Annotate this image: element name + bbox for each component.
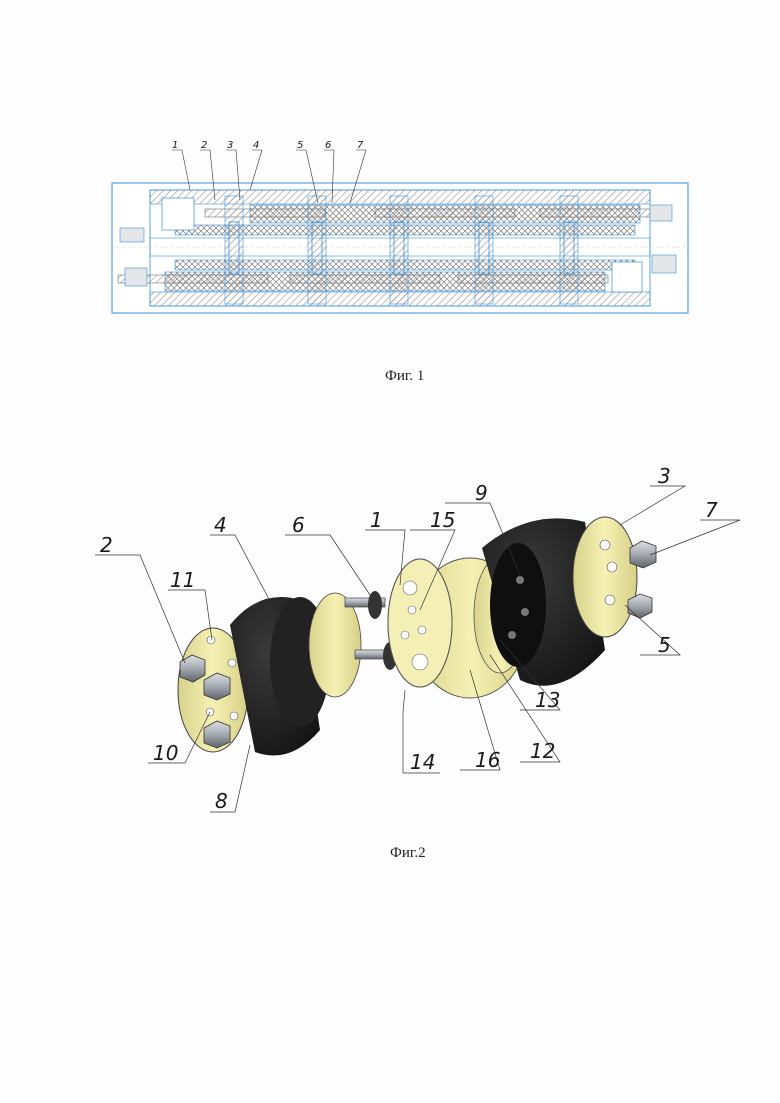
fig2-label-14: 14 <box>410 750 435 774</box>
fig2-label-13: 13 <box>535 688 560 712</box>
fig2-label-6: 6 <box>292 513 305 537</box>
fig2-label-11: 11 <box>170 568 195 592</box>
fig2-label-10: 10 <box>153 741 178 765</box>
fig2-label-3: 3 <box>658 464 671 488</box>
fig2-label-1: 1 <box>370 508 383 532</box>
fig2-label-16: 16 <box>475 748 500 772</box>
fig2-label-12: 12 <box>530 739 555 763</box>
figure-2-caption: Фиг.2 <box>390 845 426 862</box>
fig2-label-7: 7 <box>705 498 718 522</box>
right-flange-disc <box>573 517 637 637</box>
fig2-label-15: 15 <box>430 508 455 532</box>
fig2-label-9: 9 <box>475 481 488 505</box>
fig2-label-5: 5 <box>658 633 671 657</box>
figure-1-caption: Фиг. 1 <box>385 368 424 385</box>
fig2-label-8: 8 <box>215 789 228 813</box>
fig2-label-4: 4 <box>214 513 227 537</box>
fig2-label-2: 2 <box>100 533 113 557</box>
